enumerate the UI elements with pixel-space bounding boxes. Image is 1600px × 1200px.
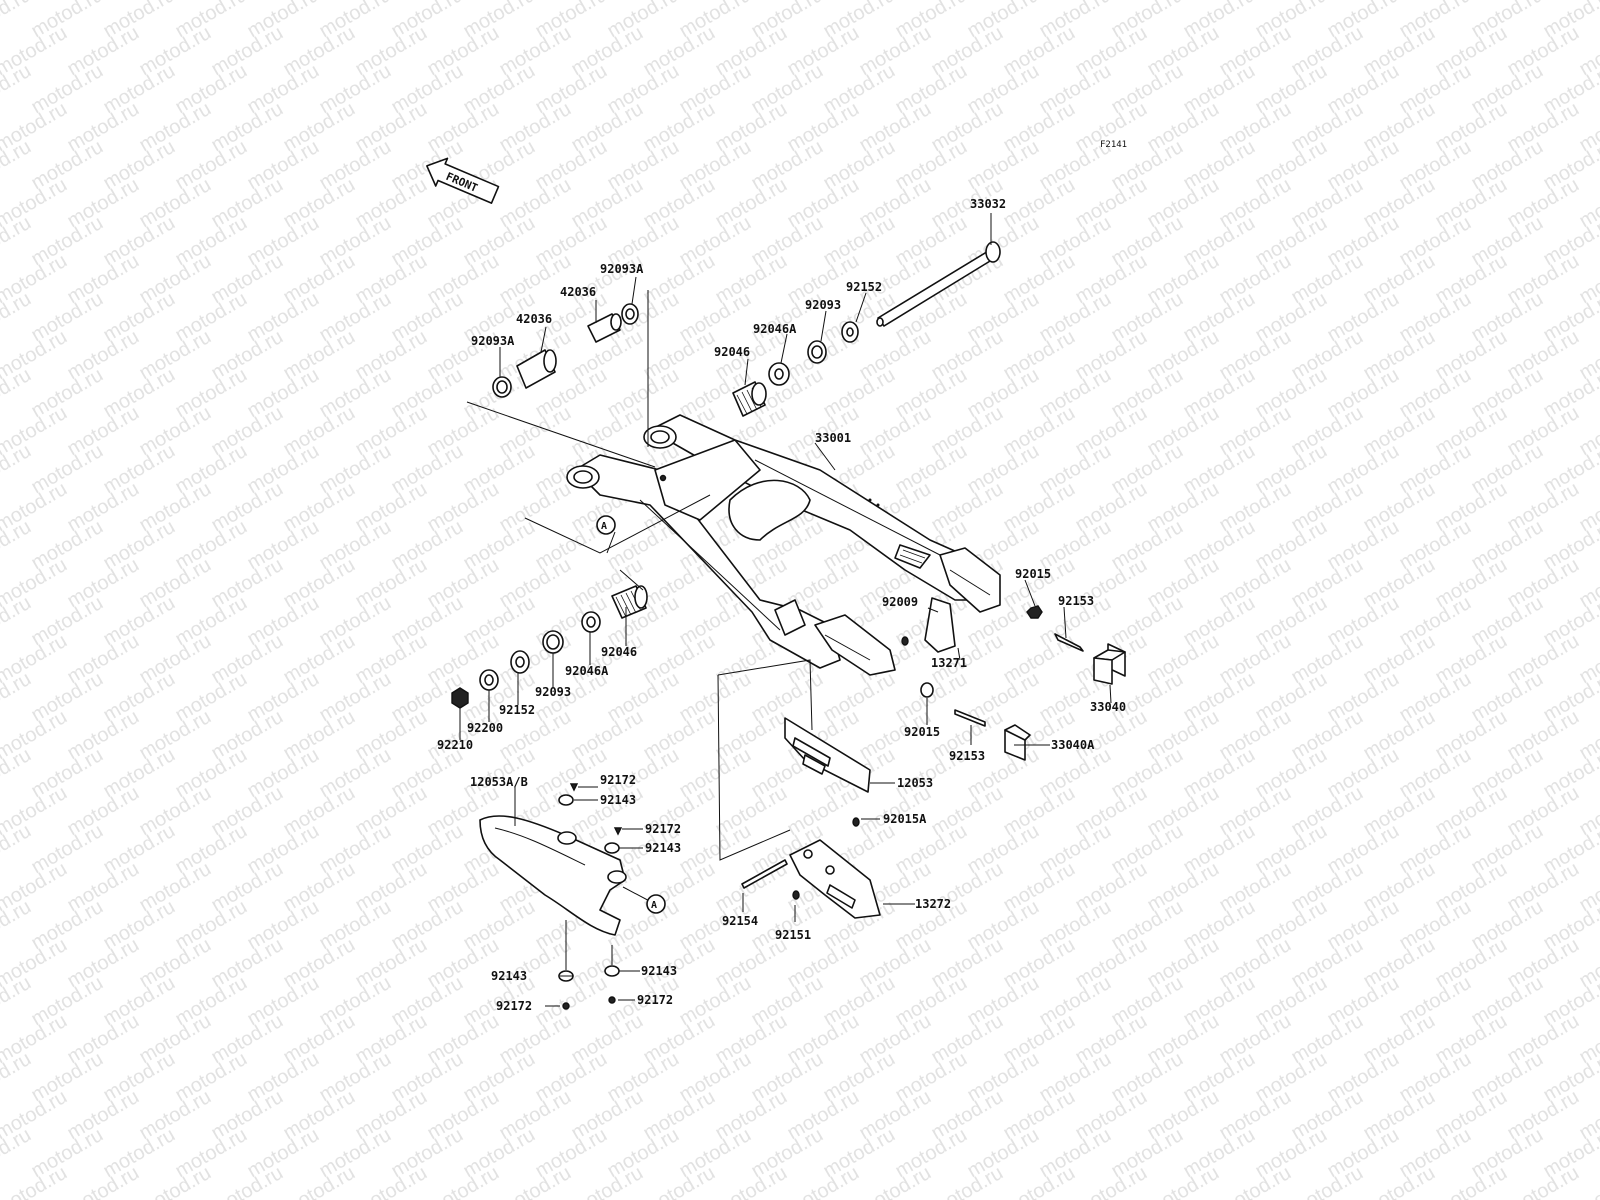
leader-lines	[459, 213, 1112, 1007]
reference-marker-a-top: A	[596, 515, 616, 535]
label-33001: 33001	[815, 431, 851, 445]
reference-marker-a-bottom: A	[646, 894, 666, 914]
label-92015-right: 92015	[1015, 567, 1051, 581]
label-92015-low: 92015	[904, 725, 940, 739]
chain-slider-12053AB	[479, 815, 627, 936]
label-92153-right: 92153	[1058, 594, 1094, 608]
label-92152-top: 92152	[846, 280, 882, 294]
label-33040: 33040	[1090, 700, 1126, 714]
label-92015A: 92015A	[883, 812, 927, 826]
label-92143-a: 92143	[600, 793, 636, 807]
chain-guide-plate-13272	[741, 817, 881, 919]
label-42036-mid: 42036	[516, 312, 552, 326]
chain-guide-12053	[784, 717, 871, 793]
label-92143-b: 92143	[645, 841, 681, 855]
watermark-text: motod.ru	[1576, 0, 1600, 4]
figure-code: F2141	[1100, 140, 1127, 150]
swingarm-33001	[566, 414, 1001, 676]
label-92143-d: 92143	[641, 964, 677, 978]
label-92152-left: 92152	[499, 703, 535, 717]
label-92093A-left: 92093A	[471, 334, 515, 348]
part-labels: 33032 92152 92093 92046A 92046 92093A 42…	[437, 197, 1126, 1013]
label-92046A-left: 92046A	[565, 664, 609, 678]
label-92172-b: 92172	[645, 822, 681, 836]
label-92200: 92200	[467, 721, 503, 735]
label-33040A: 33040A	[1051, 738, 1095, 752]
label-92046-top: 92046	[714, 345, 750, 359]
label-92093-left: 92093	[535, 685, 571, 699]
label-92046A-top: 92046A	[753, 322, 797, 336]
label-12053: 12053	[897, 776, 933, 790]
label-92046-left: 92046	[601, 645, 637, 659]
pivot-left-hardware	[451, 585, 648, 709]
label-92172-c: 92172	[496, 999, 532, 1013]
label-13271: 13271	[931, 656, 967, 670]
label-92153-low: 92153	[949, 749, 985, 763]
label-92154: 92154	[722, 914, 758, 928]
label-92093A-top: 92093A	[600, 262, 644, 276]
label-33032: 33032	[970, 197, 1006, 211]
label-92210: 92210	[437, 738, 473, 752]
label-92151: 92151	[775, 928, 811, 942]
chain-adjusters	[901, 597, 1126, 761]
label-92009: 92009	[882, 595, 918, 609]
label-42036-top: 42036	[560, 285, 596, 299]
label-92143-c: 92143	[491, 969, 527, 983]
label-92093-top: 92093	[805, 298, 841, 312]
label-92172-a: 92172	[600, 773, 636, 787]
svg-text:A: A	[601, 521, 607, 532]
label-92172-d: 92172	[637, 993, 673, 1007]
pivot-shaft-33032	[876, 241, 1001, 327]
top-hardware	[492, 303, 859, 417]
label-12053AB: 12053A/B	[470, 775, 528, 789]
svg-text:A: A	[651, 900, 657, 911]
label-13272: 13272	[915, 897, 951, 911]
